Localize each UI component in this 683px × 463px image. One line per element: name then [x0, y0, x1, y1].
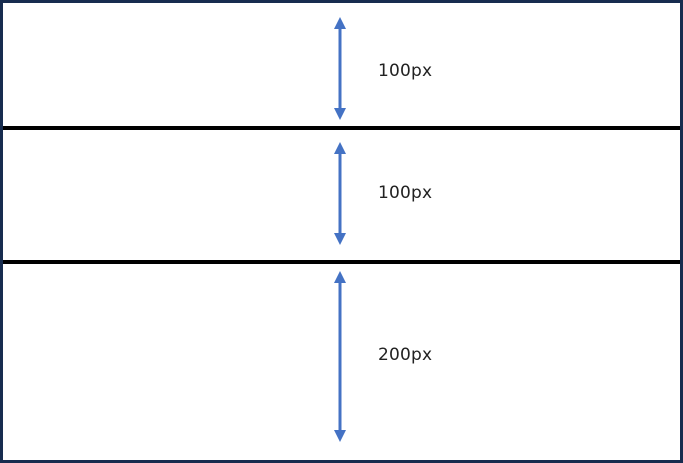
double-arrow-icon — [334, 142, 346, 245]
section-3-height-label: 200px — [378, 345, 433, 365]
section-2-height-label: 100px — [378, 183, 433, 203]
section-divider-2 — [3, 260, 680, 264]
double-arrow-icon — [334, 271, 346, 442]
section-divider-1 — [3, 126, 680, 130]
double-arrow-icon — [334, 17, 346, 120]
section-1-height-label: 100px — [378, 61, 433, 81]
